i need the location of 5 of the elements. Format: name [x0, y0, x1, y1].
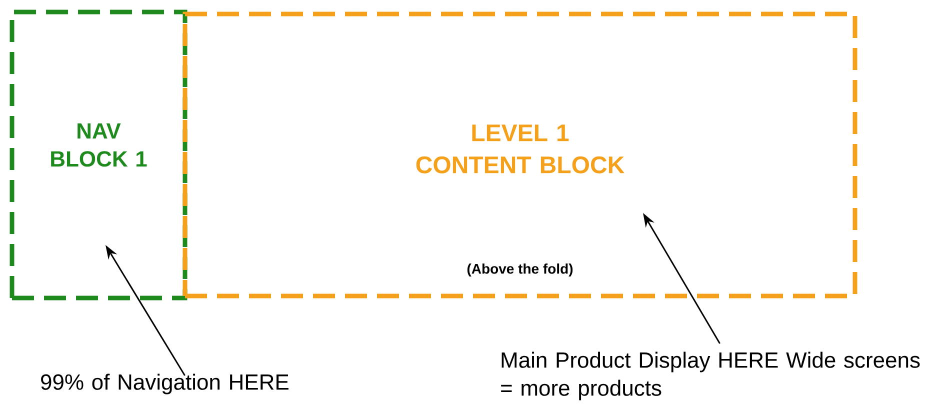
block-label: (Above the fold) [467, 263, 573, 276]
block-label: NAV BLOCK 1 [51, 123, 147, 167]
note-text: 99% of Navigation HERE [41, 374, 288, 394]
block-label: LEVEL 1 CONTENT BLOCK [416, 124, 624, 174]
note-text: Main Product Display HERE Wide screens = more products [501, 352, 920, 400]
